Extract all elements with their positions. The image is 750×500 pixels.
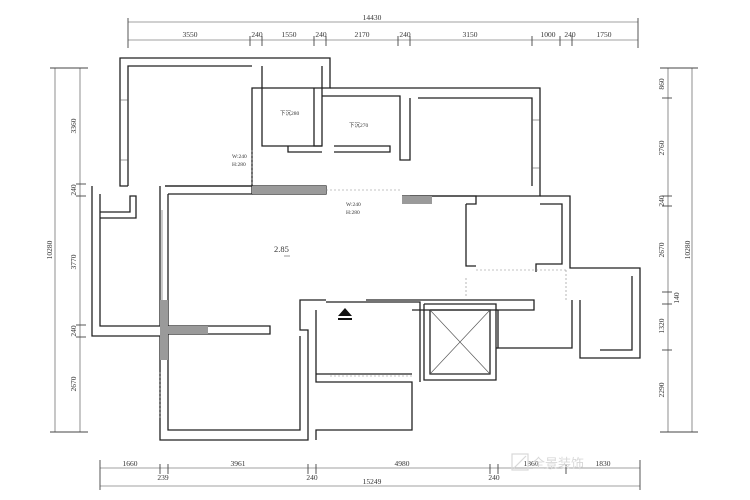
top-seg-5: 2170 [355,30,370,39]
top-seg-9: 240 [564,30,576,39]
bottom-seg-1: 1660 [123,459,138,468]
entry-triangle-icon [338,308,352,320]
top-seg-2: 240 [251,30,263,39]
left-dimension-chain: 10280 3360 240 3770 240 2670 [45,67,88,433]
right-total: 10280 [683,240,692,259]
watermark-text: 全景装饰 [532,456,584,471]
left-seg-5: 2670 [69,376,78,391]
bottom-total: 15249 [363,477,382,486]
walls [91,57,641,441]
beam-lines [159,150,567,420]
watermark: 全景装饰 [511,453,584,471]
logo-mark-icon [511,453,529,471]
bottom-seg-r2-2: 240 [306,473,318,482]
top-seg-3: 1550 [282,30,297,39]
top-seg-10: 1750 [597,30,612,39]
beam2-height: H:280 [346,210,360,216]
ceiling-height-label: 2.85 [274,244,289,254]
top-seg-6: 240 [399,30,411,39]
right-seg-2: 2760 [657,140,666,155]
top-total: 14430 [363,13,382,22]
bottom-seg-r2-1: 239 [157,473,169,482]
left-total: 10280 [45,240,54,259]
bottom-seg-r2-3: 240 [488,473,500,482]
bottom-seg-2: 3961 [231,459,246,468]
left-seg-4: 240 [69,325,78,337]
right-dimension-chain: 860 2760 240 2670 140 1320 2290 10280 [657,67,698,433]
top-seg-8: 1000 [541,30,556,39]
top-seg-1: 3550 [183,30,198,39]
left-seg-1: 3360 [69,118,78,133]
top-seg-7: 3150 [463,30,478,39]
room1-label: 下沉280 [280,109,300,117]
top-dimension-chain: 14430 3550 240 1550 240 2170 240 3150 10… [127,13,639,48]
beam1-width: W:240 [232,154,247,160]
bottom-seg-5: 1830 [596,459,611,468]
bottom-seg-4: 1860 [524,459,539,468]
right-seg-4: 2670 [657,242,666,257]
right-seg-6: 1320 [657,318,666,333]
right-seg-1: 860 [657,78,666,90]
left-seg-3: 3770 [69,254,78,269]
left-seg-2: 240 [69,184,78,196]
shaded-walls [160,186,432,360]
right-seg-7: 2290 [657,382,666,397]
bottom-seg-3: 4980 [395,459,410,468]
right-seg-5: 140 [672,292,681,304]
room-labels: 下沉280 下沉270 W:240 H:280 W:240 H:280 2.85 [232,109,369,257]
bottom-dimension-chain: 1660 3961 4980 1860 1830 239 240 240 152… [99,459,641,490]
beam2-width: W:240 [346,202,361,208]
right-seg-3: 240 [657,195,666,207]
top-seg-4: 240 [315,30,327,39]
room2-label: 下沉270 [349,121,369,129]
beam1-height: H:280 [232,162,246,168]
